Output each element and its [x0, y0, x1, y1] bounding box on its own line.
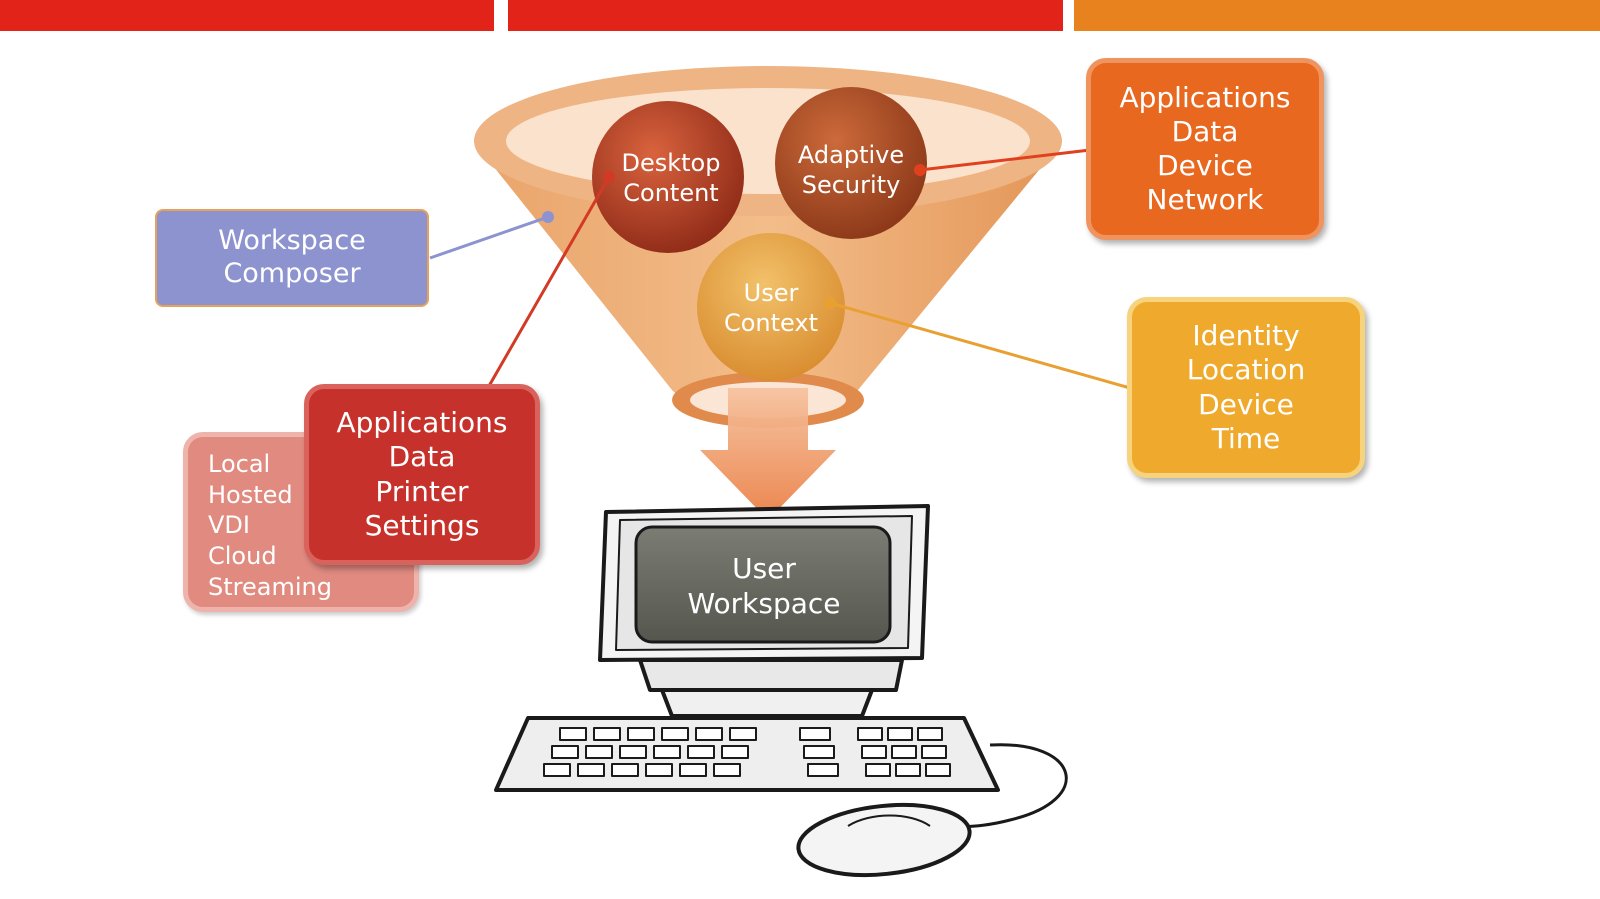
policy-box-data: Data [1171, 114, 1239, 148]
source-hosted: Hosted [208, 480, 293, 509]
desktop-content-label-2: Content [623, 179, 718, 207]
application-settings-box: Applications Data Printer Settings [304, 384, 540, 565]
app-box-settings: Settings [364, 508, 480, 542]
source-streaming: Streaming [208, 572, 332, 601]
identity-connector-dot [824, 297, 836, 309]
source-cloud: Cloud [208, 542, 277, 571]
header-bar-right [1074, 0, 1600, 31]
app-box-applications: Applications [336, 406, 508, 440]
identity-box-location: Location [1186, 353, 1306, 387]
user-context-box: Identity Location Device Time [1127, 297, 1365, 478]
identity-box-identity: Identity [1192, 319, 1300, 353]
source-vdi: VDI [208, 511, 250, 540]
workspace-composer-box: Workspace Composer [155, 209, 429, 307]
policy-box-device: Device [1157, 149, 1253, 182]
identity-box-time: Time [1211, 421, 1281, 455]
desktop-content-ball [592, 101, 744, 253]
source-local: Local [208, 450, 271, 478]
identity-box-device: Device [1198, 387, 1294, 421]
workspace-composer-line-1: Workspace [218, 225, 366, 257]
adaptive-security-ball [775, 87, 927, 239]
app-connector-dot [603, 171, 615, 183]
workspace-composer-line-2: Composer [223, 258, 361, 289]
app-connector [487, 176, 611, 387]
app-box-data: Data [388, 440, 456, 474]
security-policy-box: Applications Data Device Network [1086, 58, 1324, 240]
policy-box-network: Network [1146, 183, 1264, 217]
adaptive-security-label-2: Security [802, 171, 901, 199]
policy-box-applications: Applications [1119, 80, 1291, 114]
desktop-content-label-1: Desktop [622, 149, 721, 177]
header-bar-middle [508, 0, 1063, 31]
user-workspace-label-2: Workspace [687, 587, 840, 620]
user-context-label-2: Context [724, 309, 818, 337]
header-bar-left [0, 0, 494, 31]
user-context-ball [697, 233, 845, 381]
user-context-label-1: User [744, 279, 799, 307]
user-workspace-label-1: User [732, 552, 796, 585]
computer-icon [494, 504, 1068, 877]
adaptive-security-label-1: Adaptive [798, 141, 904, 169]
composer-connector-dot [542, 211, 554, 223]
app-box-printer: Printer [375, 474, 469, 508]
policy-connector [919, 148, 1091, 172]
composer-connector [429, 215, 549, 260]
identity-connector [829, 301, 1131, 390]
policy-connector-dot [914, 164, 926, 176]
down-arrow-icon [700, 388, 836, 520]
